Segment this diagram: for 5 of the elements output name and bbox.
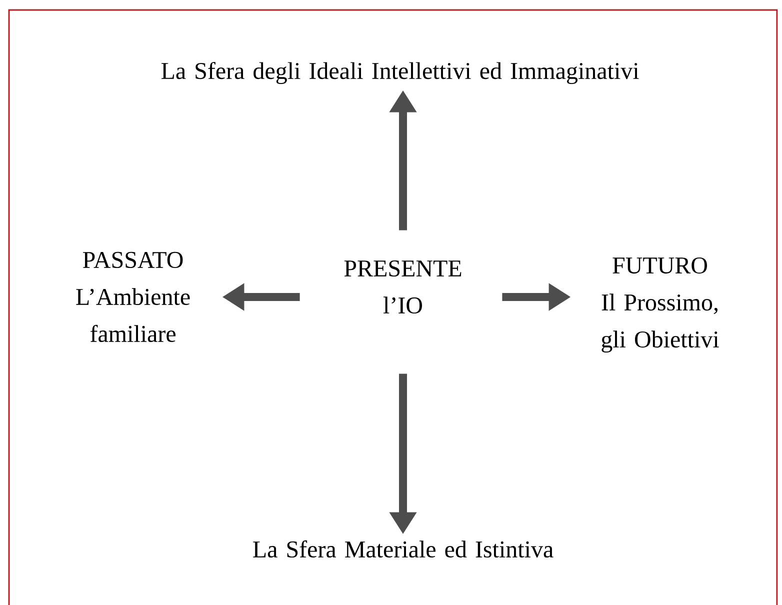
text-label: La Sfera Materiale ed Istintiva — [253, 540, 554, 558]
text-label: FUTURO Il Prossimo, gli Obiettivi — [602, 257, 719, 353]
text-label: PRESENTE l’IO — [344, 260, 462, 314]
text-label: PASSATO L’Ambiente familiare — [76, 252, 190, 342]
text-label: La Sfera degli Ideali Intellettivi ed Immaginativi — [161, 62, 639, 84]
